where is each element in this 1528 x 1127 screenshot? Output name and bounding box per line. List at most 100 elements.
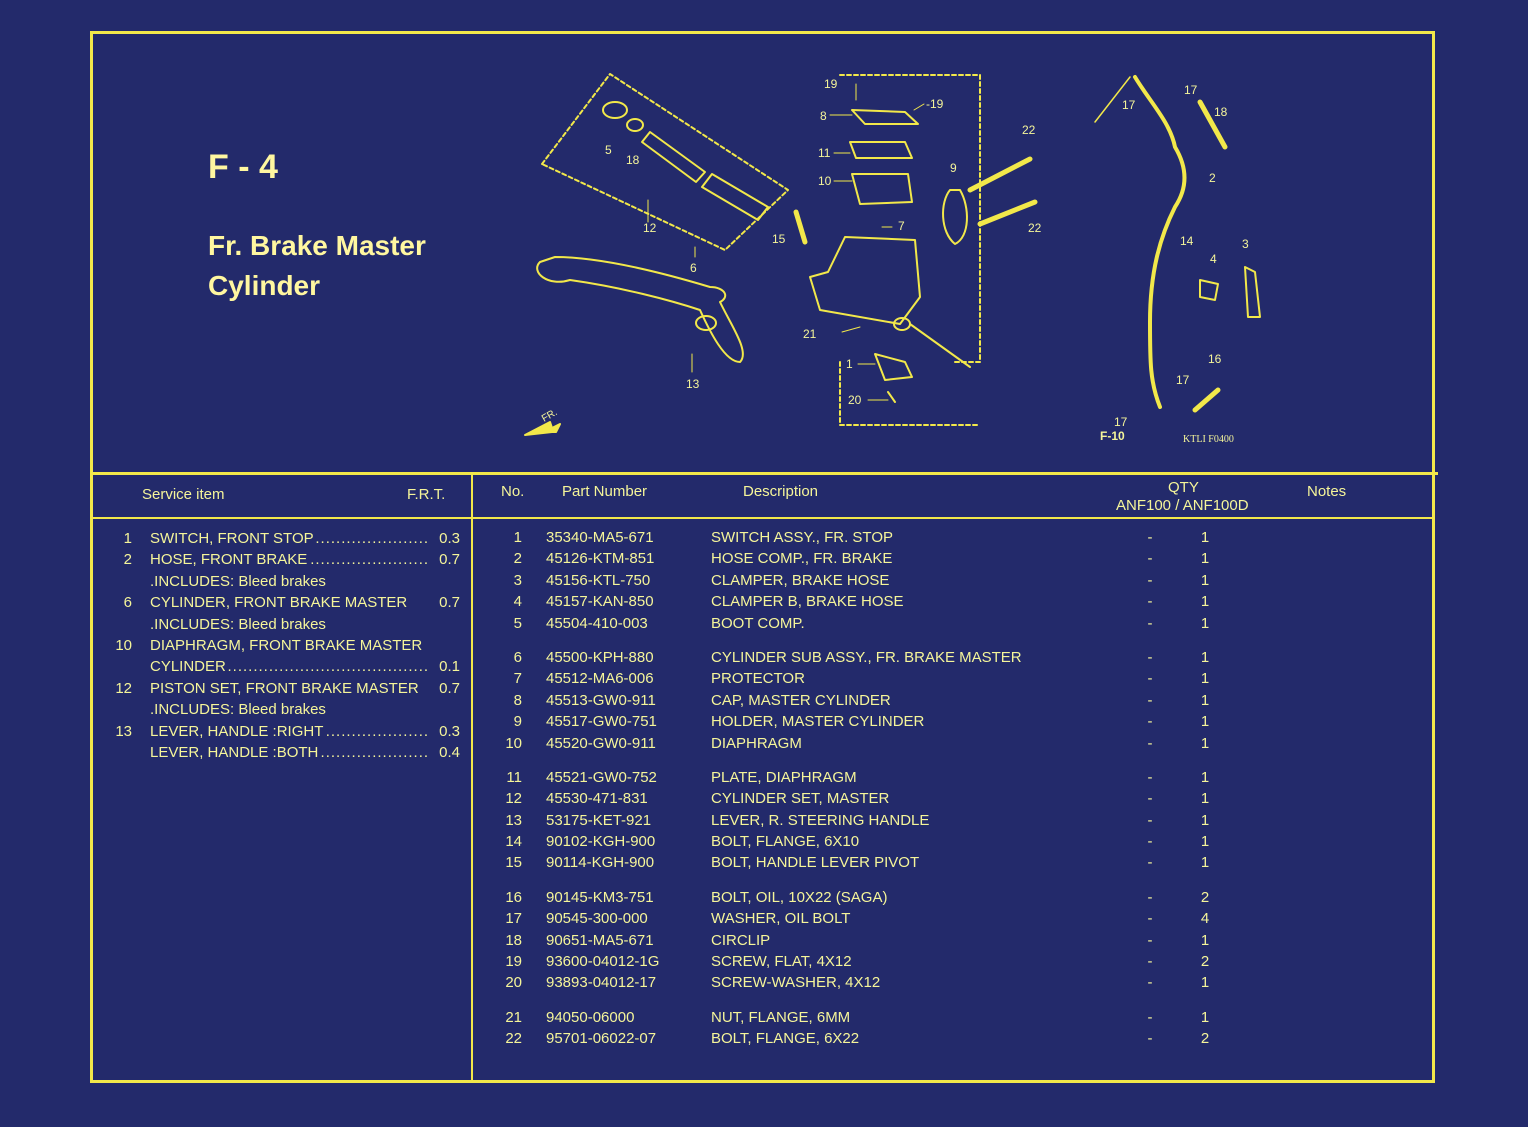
- section-title: Fr. Brake Master Cylinder: [208, 230, 426, 301]
- qty-anf100: -: [1147, 593, 1153, 611]
- service-row-number: 10: [115, 636, 132, 654]
- part-description: BOLT, FLANGE, 6X22: [711, 1030, 860, 1048]
- part-number: 90145-KM3-751: [546, 888, 654, 906]
- callout-10: 10: [818, 174, 832, 188]
- part-description: BOLT, FLANGE, 6X10: [711, 833, 860, 851]
- callout-17d: 17: [1114, 415, 1128, 429]
- service-row-text: CYLINDER: [150, 658, 228, 676]
- service-item-list: 1.......................................…: [110, 528, 470, 763]
- part-description: DIAPHRAGM: [711, 734, 802, 752]
- part-description: PLATE, DIAPHRAGM: [711, 768, 857, 786]
- service-row-text: HOSE, FRONT BRAKE: [150, 551, 310, 569]
- qty-anf100d: 1: [1200, 670, 1210, 688]
- oil-bolt-lower: [1192, 387, 1221, 413]
- brake-lever-part: [536, 256, 744, 363]
- qty-anf100: -: [1147, 691, 1153, 709]
- qty-anf100: -: [1147, 734, 1153, 752]
- part-no: 11: [506, 768, 522, 786]
- service-header-rule: [93, 517, 471, 519]
- part-number: 90545-300-000: [546, 910, 648, 928]
- cap-part: [851, 109, 919, 125]
- part-no: 16: [505, 888, 522, 906]
- qty-anf100d: 1: [1200, 854, 1210, 872]
- hose-clamper-part: [1244, 266, 1261, 318]
- part-no: 3: [513, 571, 522, 589]
- part-description: WASHER, OIL BOLT: [711, 910, 851, 928]
- service-row: 2.......................................…: [110, 549, 470, 570]
- qty-anf100d: 1: [1200, 648, 1210, 666]
- service-row-number: 12: [115, 679, 132, 697]
- front-arrow-icon: [524, 421, 561, 436]
- part-description: CYLINDER SUB ASSY., FR. BRAKE MASTER: [711, 648, 1022, 666]
- part-no: 7: [513, 670, 522, 688]
- page-frame: [90, 31, 1435, 1083]
- callout-4: 4: [1210, 252, 1217, 266]
- part-no: 8: [513, 691, 522, 709]
- callout-13: 13: [686, 377, 700, 391]
- qty-anf100d: 1: [1200, 768, 1210, 786]
- screw-washer-part: [887, 391, 896, 403]
- qty-anf100: -: [1147, 811, 1153, 829]
- plate-part: [849, 141, 913, 159]
- service-row-frt: 0.7: [439, 594, 460, 612]
- callout-19a: 19: [824, 77, 838, 91]
- part-number: 45512-MA6-006: [546, 670, 654, 688]
- qty-anf100d: 2: [1200, 953, 1210, 971]
- callout-16a: 16: [1208, 352, 1222, 366]
- header-divider: [90, 472, 1438, 475]
- callout-11: 11: [818, 146, 831, 160]
- callout-ref: F-10: [1100, 429, 1125, 443]
- frt-header: F.R.T.: [407, 486, 446, 503]
- holder-part: [942, 189, 968, 245]
- service-row-text: LEVER, HANDLE :RIGHT: [150, 722, 326, 740]
- part-description: CYLINDER SET, MASTER: [711, 790, 890, 808]
- fr-label: FR.: [540, 407, 559, 425]
- qty-anf100: -: [1147, 888, 1153, 906]
- callout-2: 2: [1209, 171, 1216, 185]
- part-description: CLAMPER, BRAKE HOSE: [711, 571, 890, 589]
- parts-header-rule: [473, 517, 1435, 519]
- boot-part: [602, 101, 628, 119]
- part-description: SCREW-WASHER, 4X12: [711, 974, 881, 992]
- part-no: 6: [513, 648, 522, 666]
- part-description: SCREW, FLAT, 4X12: [711, 953, 852, 971]
- callout-17c: 17: [1176, 373, 1190, 387]
- part-number: 45530-471-831: [546, 790, 648, 808]
- qty-anf100: -: [1147, 910, 1153, 928]
- service-row-text: PISTON SET, FRONT BRAKE MASTER: [150, 679, 419, 697]
- service-row-text: .INCLUDES: Bleed brakes: [150, 572, 326, 590]
- qty-anf100: -: [1147, 953, 1153, 971]
- service-row: .INCLUDES: Bleed brakes: [110, 699, 470, 720]
- service-row-number: 1: [123, 530, 132, 547]
- qty-anf100d: 1: [1200, 593, 1210, 611]
- part-description: HOSE COMP., FR. BRAKE: [711, 550, 893, 568]
- callout-19b: -19: [926, 97, 944, 111]
- callout-22b: 22: [1028, 221, 1042, 235]
- qty-anf100: -: [1147, 1030, 1153, 1048]
- service-row-text: .INCLUDES: Bleed brakes: [150, 701, 326, 719]
- description-header: Description: [743, 483, 819, 500]
- callout-20: 20: [848, 393, 862, 407]
- piston-boot-part: [701, 173, 769, 221]
- part-description: CLAMPER B, BRAKE HOSE: [711, 593, 904, 611]
- part-number: 35340-MA5-671: [546, 529, 654, 546]
- callout-5: 5: [605, 143, 612, 157]
- callout-18b: 18: [1214, 105, 1228, 119]
- part-description: HOLDER, MASTER CYLINDER: [711, 713, 925, 731]
- column-divider: [471, 473, 473, 1083]
- callout-8: 8: [820, 109, 827, 123]
- callout-18a: 18: [626, 153, 640, 167]
- master-cylinder-outline: [839, 74, 981, 363]
- service-row-number: 6: [123, 594, 132, 612]
- qty-anf100: -: [1147, 550, 1153, 568]
- callout-17b: 17: [1184, 83, 1198, 97]
